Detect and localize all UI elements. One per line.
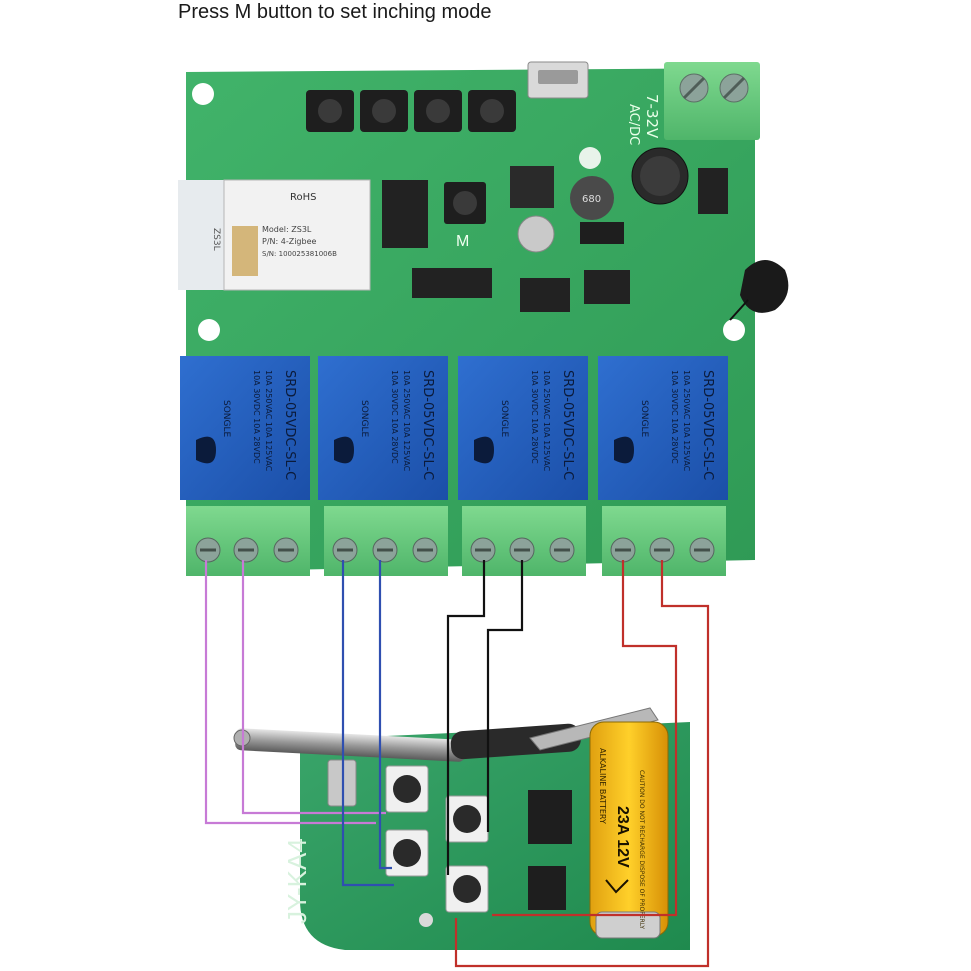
terminal-block-4 [602,506,726,576]
battery-23a: ALKALINE BATTERY CAUTION DO NOT RECHARGE… [589,721,669,939]
module-sn: S/N: 100025381006B [262,250,337,258]
relay-rating: 10A 250VAC 10A 125VAC [542,370,551,472]
songle-logo-icon [334,436,354,464]
ic-chip-icon [382,180,428,248]
battery-warning: CAUTION DO NOT RECHARGE DISPOSE OF PROPE… [638,770,645,929]
relay-brand: SONGLE [221,400,231,438]
relay-model: SRD-05VDC-SL-C [282,370,297,480]
terminal-block-2 [324,506,448,576]
recycle-icon [605,879,629,894]
wire-relay2 [341,560,394,887]
relay-2: SRD-05VDC-SL-C 10A 250VAC 10A 125VAC 10A… [318,356,448,500]
capacitor-icon [517,215,555,253]
relay-rating: 10A 30VDC 10A 28VDC [530,370,539,464]
battery-spec: 23A 12V [614,806,631,868]
wire-relay3 [446,560,486,875]
power-terminal [664,62,760,140]
battery-type: ALKALINE BATTERY [598,748,607,824]
relay-rating: 10A 250VAC 10A 125VAC [264,370,273,472]
relay-rating: 10A 250VAC 10A 125VAC [682,370,691,472]
ic-chip-icon [520,278,570,312]
zigbee-module: RoHS Model: ZS3L P/N: 4-Zigbee S/N: 1000… [178,179,371,291]
relay-rating: 10A 250VAC 10A 125VAC [402,370,411,472]
ic-chip-icon [528,790,572,844]
voltage-label: 7-32V [643,94,661,139]
inductor-label: 680 [582,194,601,205]
relay-rating: 10A 30VDC 10A 28VDC [670,370,679,464]
ic-chip-icon [584,270,630,304]
relay-brand: SONGLE [499,400,509,438]
wire-relay3 [486,560,524,832]
relay-board: 7-32V AC/DC RoHS Model: ZS3L P/N: 4-Zigb… [178,61,789,576]
regulator-icon [510,166,554,208]
songle-logo-icon [196,436,216,464]
led-icon [419,913,433,927]
relay-model: SRD-05VDC-SL-C [560,370,575,480]
mount-hole-icon [198,319,220,341]
wire-relay2 [378,560,392,870]
transistor-icon [698,168,728,214]
module-rohs: RoHS [290,192,316,203]
module-side-label: ZS3L [211,228,221,251]
acdc-label: AC/DC [626,104,641,145]
antenna-base-icon [450,723,581,760]
relay-3: SRD-05VDC-SL-C 10A 250VAC 10A 125VAC 10A… [458,356,588,500]
relay-model: SRD-05VDC-SL-C [420,370,435,480]
terminal-block-1 [186,506,310,576]
relay-brand: SONGLE [359,400,369,438]
mount-hole-icon [192,83,214,105]
relay-4: SRD-05VDC-SL-C 10A 250VAC 10A 125VAC 10A… [598,356,728,500]
mount-hole-icon [579,147,601,169]
receiver-coil-icon [740,260,789,313]
m-button-label: M [456,233,469,250]
relay-model: SRD-05VDC-SL-C [700,370,715,480]
ic-chip-icon [528,866,566,910]
terminal-block-3 [462,506,586,576]
relay-1: SRD-05VDC-SL-C 10A 250VAC 10A 125VAC 10A… [180,356,310,500]
inductor-icon [570,176,614,220]
antenna-icon [235,728,466,762]
module-chip-icon [232,226,258,276]
ic-chip-icon [412,268,492,298]
relay-rating: 10A 30VDC 10A 28VDC [390,370,399,464]
remote-board: JY-KA4 ALKALINE BATTERY CAUTION DO NOT R… [233,707,690,950]
wire-relay1 [241,560,386,815]
wires [204,560,710,968]
wire-relay4 [454,560,710,968]
songle-logo-icon [614,436,634,464]
songle-logo-icon [474,436,494,464]
relay-rating: 10A 30VDC 10A 28VDC [252,370,261,464]
top-buttons [306,90,516,132]
wire-relay1 [204,560,376,825]
wire-relay4 [492,560,678,917]
module-model: Model: ZS3L [262,225,312,234]
battery-spring-icon [595,911,661,939]
mount-hole-icon [723,319,745,341]
relay-brand: SONGLE [639,400,649,438]
module-pn: P/N: 4-Zigbee [262,237,317,246]
remote-model-label: JY-KA4 [282,838,312,924]
caption: Press M button to set inching mode [178,1,492,23]
